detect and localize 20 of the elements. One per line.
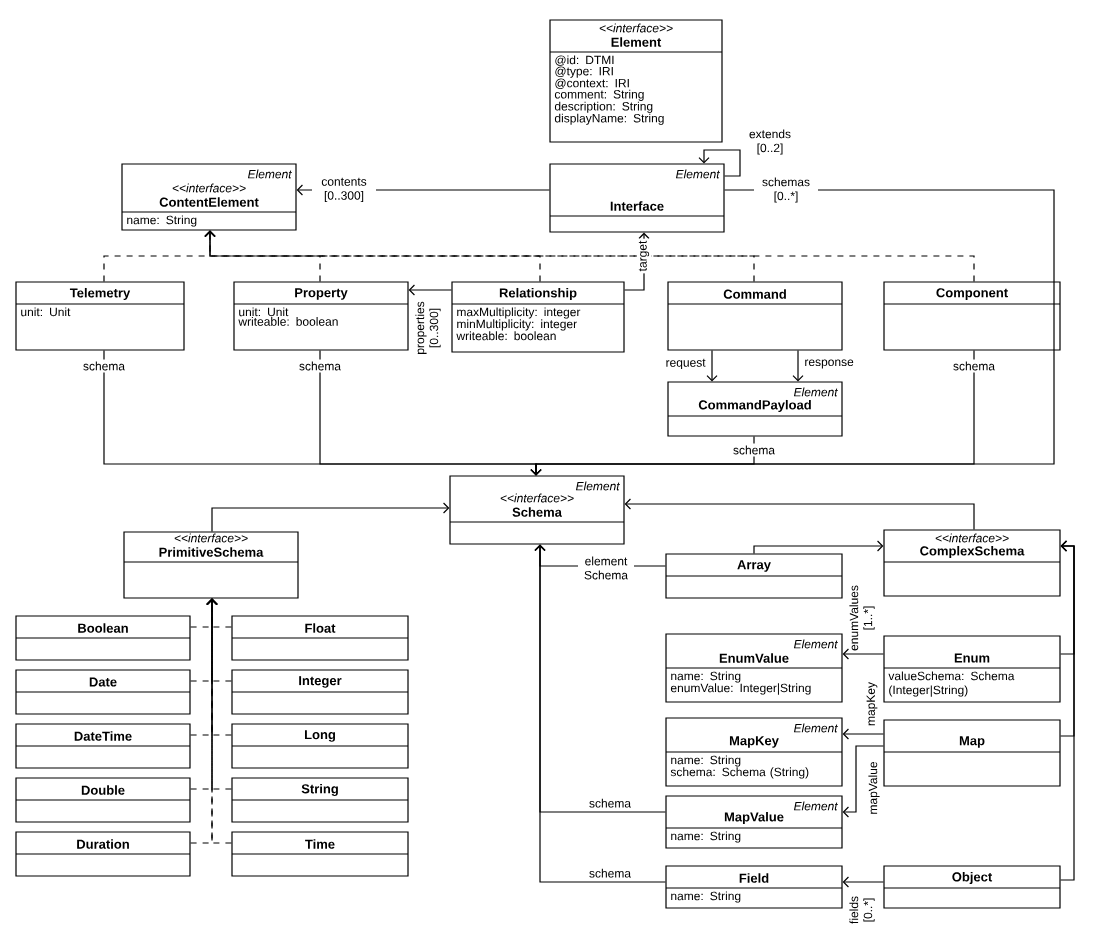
association-arrow bbox=[842, 648, 884, 660]
association-arrow bbox=[706, 350, 718, 382]
association-arrow bbox=[792, 350, 804, 382]
realization-arrow bbox=[206, 598, 232, 790]
association-arrow bbox=[842, 728, 884, 740]
association-arrow bbox=[408, 284, 452, 296]
association-arrow bbox=[534, 544, 666, 883]
association-arrow bbox=[211, 502, 450, 532]
association-arrow bbox=[624, 498, 975, 530]
realization-arrow bbox=[204, 230, 321, 282]
association-arrow bbox=[1060, 540, 1075, 881]
realization-arrow bbox=[206, 598, 232, 844]
realization-arrow bbox=[204, 230, 975, 282]
association-arrow bbox=[842, 745, 884, 818]
association-arrow bbox=[842, 876, 884, 888]
association-arrow bbox=[753, 540, 884, 554]
association-arrow bbox=[624, 232, 650, 291]
association-arrow bbox=[530, 350, 975, 476]
association-arrow bbox=[698, 149, 741, 177]
realization-arrow bbox=[204, 230, 755, 282]
